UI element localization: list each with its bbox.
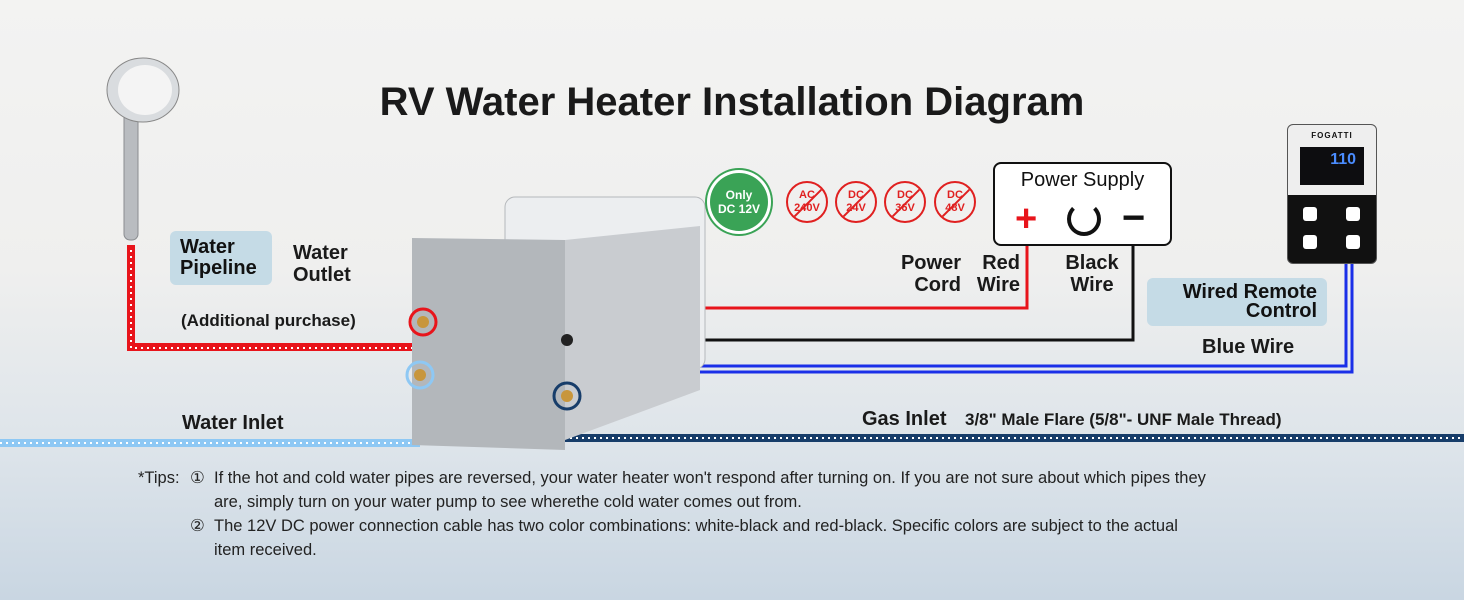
shower-head-icon <box>106 57 180 241</box>
tip-text: If the hot and cold water pipes are reve… <box>214 469 1206 487</box>
water-outlet-label: Water Outlet <box>293 242 351 286</box>
water-inlet-label: Water Inlet <box>182 412 284 434</box>
tip-text: are, simply turn on your water pump to s… <box>214 493 802 511</box>
water-pipeline-label: Water Pipeline <box>170 231 272 285</box>
remote-power-button[interactable] <box>1303 207 1317 221</box>
additional-purchase-note: (Additional purchase) <box>181 311 356 330</box>
remote-up-button[interactable] <box>1346 207 1360 221</box>
tip-text: item received. <box>214 541 317 559</box>
power-supply-box: Power Supply + − <box>993 162 1172 246</box>
blue-wire-label: Blue Wire <box>1202 336 1295 358</box>
remote-down-button[interactable] <box>1346 235 1360 249</box>
power-cord-label: Power Cord <box>900 252 961 296</box>
remote-menu-button[interactable] <box>1303 235 1317 249</box>
black-wire <box>566 232 1135 342</box>
badge-text: Only <box>725 188 753 202</box>
badge-text: 48V <box>945 202 965 214</box>
plus-icon: + <box>1015 198 1038 240</box>
tip-number: ② <box>190 517 205 535</box>
power-icon <box>1067 202 1101 236</box>
tips-section: *Tips: ① If the hot and cold water pipes a… <box>138 466 1388 562</box>
water-heater <box>405 196 706 450</box>
badge-text: DC 12V <box>717 202 761 216</box>
badge-text: DC <box>947 189 963 201</box>
badge-text: 24V <box>846 202 866 214</box>
badge-text: DC <box>848 189 864 201</box>
red-wire-label: Red Wire <box>976 252 1020 296</box>
tips-prefix: *Tips: <box>138 469 180 487</box>
tip-text: The 12V DC power connection cable has tw… <box>214 517 1178 535</box>
page-title: RV Water Heater Installation Diagram <box>379 80 1085 124</box>
black-wire-label: Black Wire <box>1065 252 1119 296</box>
power-supply-title: Power Supply <box>1020 169 1145 191</box>
hot-water-line <box>127 245 420 351</box>
badge-text: AC <box>799 189 815 201</box>
tip-number: ① <box>190 469 205 487</box>
remote-display: 110 <box>1300 147 1364 185</box>
badge-text: 240V <box>794 202 820 214</box>
badge-text: 36V <box>895 202 915 214</box>
remote-control: FOGATTI 110 <box>1287 124 1377 264</box>
badge-text: DC <box>897 189 913 201</box>
wired-remote-label: Wired Remote Control <box>1147 278 1327 326</box>
gas-inlet-label: Gas Inlet <box>862 408 947 430</box>
gas-spec-label: 3/8" Male Flare (5/8"- UNF Male Thread) <box>965 410 1282 429</box>
minus-icon: − <box>1122 196 1146 240</box>
